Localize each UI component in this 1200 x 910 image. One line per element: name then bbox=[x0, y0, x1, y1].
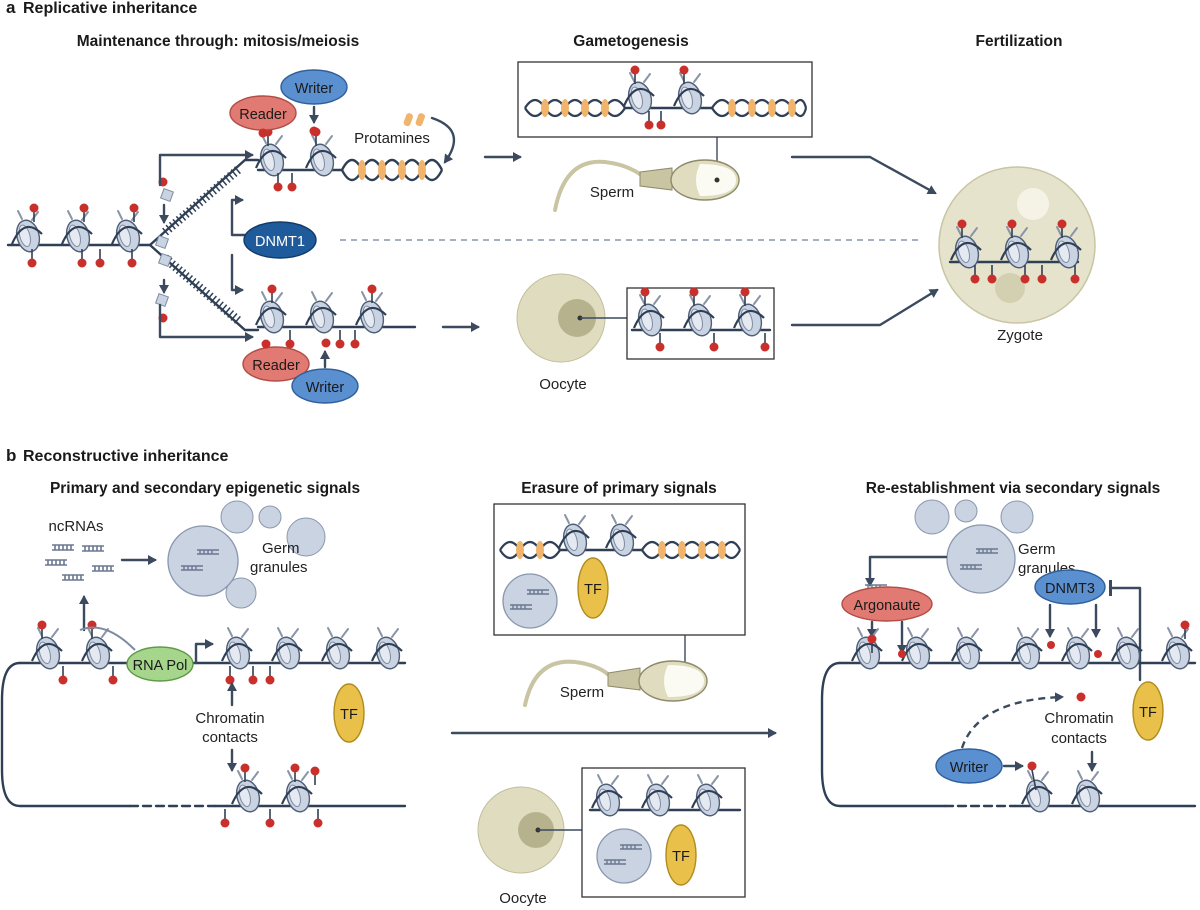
reader-bottom-label: Reader bbox=[252, 358, 300, 374]
header-maintenance: Maintenance through: mitosis/meiosis bbox=[77, 33, 360, 50]
dnmt3-protein bbox=[1034, 569, 1106, 605]
dnmt1-protein bbox=[243, 221, 317, 259]
erasure-oocyte-cell bbox=[477, 786, 582, 874]
chromatin-contacts-left-line2: contacts bbox=[202, 729, 258, 746]
sperm-chromatin-box bbox=[517, 61, 813, 180]
argonaute-label: Argonaute bbox=[854, 598, 921, 614]
header-fertilization: Fertilization bbox=[976, 33, 1063, 50]
daughter-chromatin-top bbox=[254, 126, 444, 193]
writer-bottom-label: Writer bbox=[306, 380, 345, 396]
writer-b-label: Writer bbox=[950, 760, 989, 776]
rna-pol-protein bbox=[126, 646, 194, 682]
germ-granules-left bbox=[167, 500, 326, 609]
panel-b: b Reconstructive inheritance Primary and… bbox=[0, 446, 1197, 907]
ncrna-cluster-icon bbox=[45, 544, 114, 581]
daughter-chromatin-bottom bbox=[254, 283, 417, 350]
germ-granules-left-line1: Germ bbox=[262, 540, 300, 557]
reader-top-label: Reader bbox=[239, 107, 287, 123]
erasure-sperm-cell bbox=[523, 659, 708, 707]
tf-right-label: TF bbox=[1139, 705, 1157, 721]
panel-a-title: Replicative inheritance bbox=[23, 0, 197, 17]
zygote-cell bbox=[938, 166, 1096, 324]
rna-pol-label: RNA Pol bbox=[133, 658, 188, 674]
reader-protein-bottom bbox=[242, 346, 310, 382]
panel-b-letter: b bbox=[6, 446, 16, 465]
header-reestablishment: Re-establishment via secondary signals bbox=[866, 480, 1161, 497]
arrow-sperm-to-zygote bbox=[790, 155, 937, 195]
tf-erasure-oocyte-label: TF bbox=[672, 849, 690, 865]
erasure-oocyte-box bbox=[581, 767, 746, 898]
arrow-oocyte-to-zygote bbox=[790, 288, 939, 327]
tf-erasure-sperm-label: TF bbox=[584, 582, 602, 598]
germ-granules-left-line2: granules bbox=[250, 559, 308, 576]
ncrnas-label: ncRNAs bbox=[48, 518, 103, 535]
writer-top-label: Writer bbox=[295, 81, 334, 97]
argonaute-protein bbox=[841, 586, 933, 622]
tf-protein-left bbox=[333, 683, 365, 743]
replication-fork bbox=[148, 158, 260, 332]
sperm-cell bbox=[553, 159, 740, 212]
zygote-label: Zygote bbox=[997, 327, 1043, 344]
erasure-oocyte-label: Oocyte bbox=[499, 890, 547, 907]
dnmt1-label: DNMT1 bbox=[255, 234, 305, 250]
panel-a: a Replicative inheritance Maintenance th… bbox=[6, 0, 1096, 404]
erasure-sperm-label: Sperm bbox=[560, 684, 604, 701]
header-gametogenesis: Gametogenesis bbox=[573, 33, 688, 50]
protamines-label: Protamines bbox=[354, 130, 430, 147]
dnmt3-label: DNMT3 bbox=[1045, 581, 1095, 597]
writer-protein-b bbox=[935, 748, 1003, 784]
chromatin-loop-right bbox=[820, 619, 1197, 816]
header-erasure: Erasure of primary signals bbox=[521, 480, 717, 497]
oocyte-chromatin-box bbox=[626, 286, 775, 360]
tf-protein-right bbox=[1132, 681, 1164, 741]
chromatin-contacts-right-line2: contacts bbox=[1051, 730, 1107, 747]
panel-b-title: Reconstructive inheritance bbox=[23, 448, 229, 465]
oocyte-label: Oocyte bbox=[539, 376, 587, 393]
germ-granules-right-line1: Germ bbox=[1018, 541, 1056, 558]
protamine-icon bbox=[403, 113, 413, 127]
header-primary-secondary: Primary and secondary epigenetic signals bbox=[50, 480, 360, 497]
sperm-label: Sperm bbox=[590, 184, 634, 201]
oocyte-cell bbox=[516, 273, 627, 363]
chromatin-loop-left bbox=[0, 619, 407, 829]
parental-chromatin bbox=[6, 202, 152, 269]
writer-protein-top bbox=[280, 69, 348, 105]
erasure-sperm-box bbox=[493, 503, 746, 680]
germ-granules-right bbox=[914, 499, 1034, 594]
tf-left-label: TF bbox=[340, 707, 358, 723]
chromatin-contacts-right-line1: Chromatin bbox=[1044, 710, 1113, 727]
chromatin-contacts-left-line1: Chromatin bbox=[195, 710, 264, 727]
panel-a-letter: a bbox=[6, 0, 16, 17]
writer-protein-bottom bbox=[291, 368, 359, 404]
